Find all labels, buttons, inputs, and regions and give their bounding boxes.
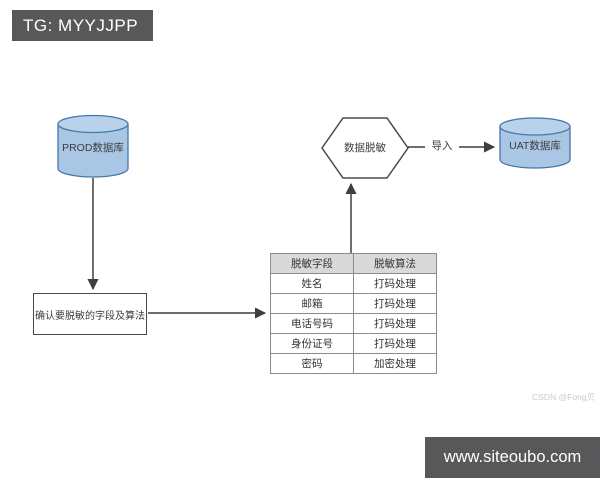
field-cell: 电话号码: [270, 313, 354, 334]
table-row: 姓名 打码处理: [270, 273, 437, 294]
confirm-fields-label: 确认要脱敏的字段及算法: [35, 310, 145, 322]
algorithm-cell: 加密处理: [353, 353, 437, 374]
table-row: 邮箱 打码处理: [270, 293, 437, 314]
field-cell: 密码: [270, 353, 354, 374]
top-left-watermark-banner: TG: MYYJJPP: [12, 10, 153, 41]
masking-table: 脱敏字段 脱敏算法 姓名 打码处理 邮箱 打码处理 电话号码 打码处理 身份证号…: [270, 253, 437, 374]
prod-database-label: PROD数据库: [62, 142, 124, 154]
column-header-field: 脱敏字段: [270, 253, 354, 274]
uat-database-cylinder: [499, 117, 571, 169]
uat-database-label: UAT数据库: [509, 140, 561, 152]
table-row: 身份证号 打码处理: [270, 333, 437, 354]
csdn-credit-watermark: CSDN @Fong贝: [532, 392, 595, 402]
data-masking-label: 数据脱敏: [344, 142, 386, 154]
import-edge-label: 导入: [425, 140, 459, 153]
bottom-watermark-text: www.siteoubo.com: [443, 448, 582, 466]
confirm-fields-box: 确认要脱敏的字段及算法: [33, 293, 147, 335]
algorithm-cell: 打码处理: [353, 333, 437, 354]
algorithm-cell: 打码处理: [353, 313, 437, 334]
table-row: 电话号码 打码处理: [270, 313, 437, 334]
algorithm-cell: 打码处理: [353, 273, 437, 294]
data-masking-hexagon: [321, 117, 409, 179]
field-cell: 身份证号: [270, 333, 354, 354]
table-row: 密码 加密处理: [270, 353, 437, 374]
field-cell: 邮箱: [270, 293, 354, 314]
prod-database-cylinder: [57, 114, 129, 178]
top-watermark-text: TG: MYYJJPP: [23, 15, 139, 35]
field-cell: 姓名: [270, 273, 354, 294]
bottom-right-watermark-banner: www.siteoubo.com: [425, 437, 600, 478]
column-header-algorithm: 脱敏算法: [353, 253, 437, 274]
algorithm-cell: 打码处理: [353, 293, 437, 314]
table-header-row: 脱敏字段 脱敏算法: [270, 253, 437, 274]
